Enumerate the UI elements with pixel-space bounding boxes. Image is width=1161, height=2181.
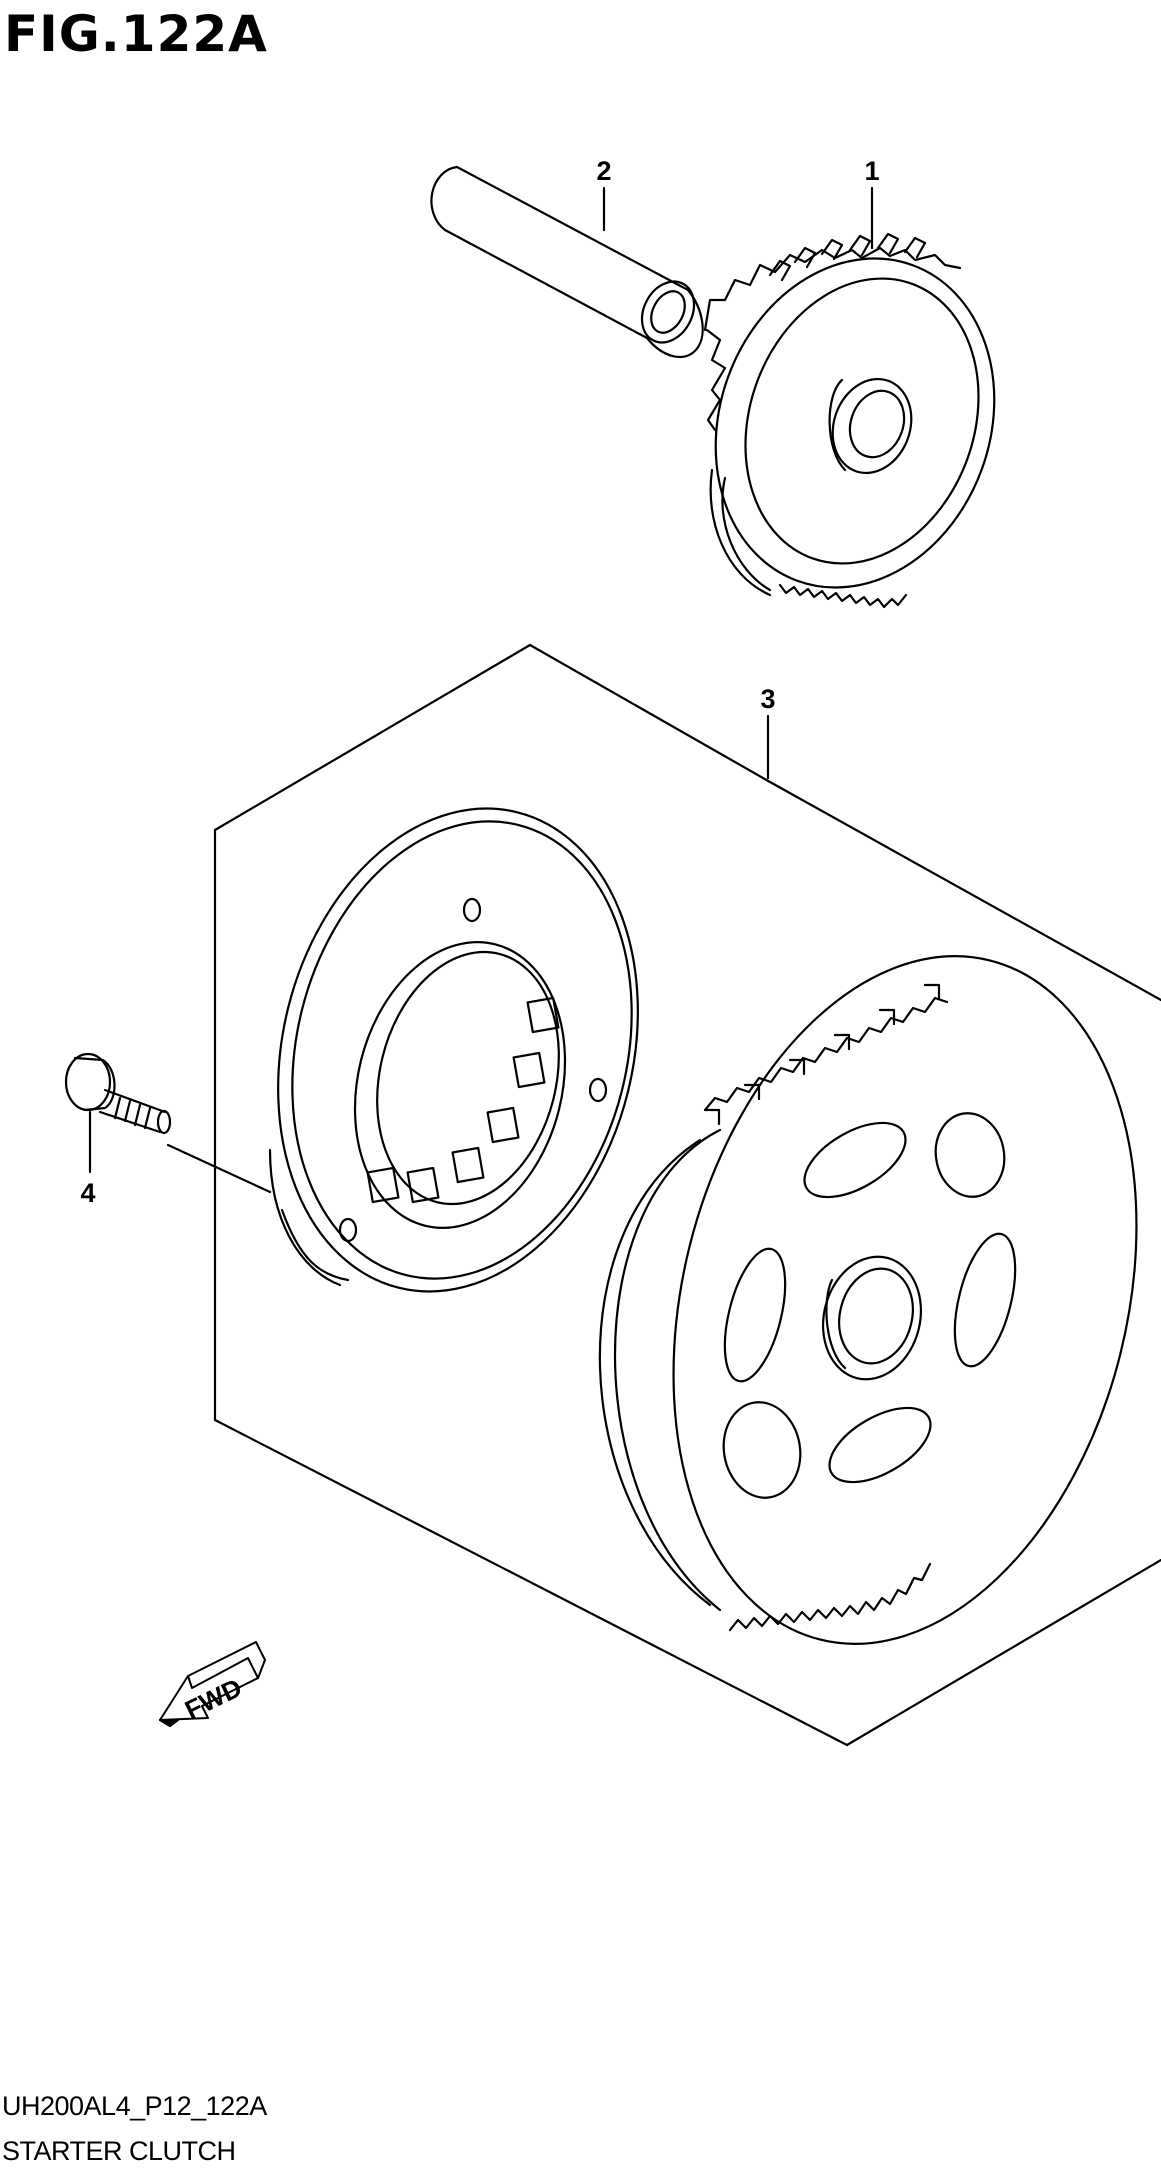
figure-title: FIG.122A bbox=[4, 5, 268, 63]
figure-caption: STARTER CLUTCH bbox=[2, 2136, 236, 2166]
callout-2: 2 bbox=[596, 156, 611, 186]
leader-lines bbox=[88, 186, 874, 1194]
assembly-outline bbox=[213, 643, 1161, 1747]
callout-4: 4 bbox=[80, 1178, 95, 1208]
one-way-clutch-part bbox=[268, 807, 639, 1293]
bolt-part bbox=[64, 1052, 172, 1135]
fwd-arrow-icon: FWD bbox=[158, 1641, 266, 1728]
callout-1: 1 bbox=[864, 156, 879, 186]
starter-driven-gear-part bbox=[598, 955, 1138, 1645]
callout-3: 3 bbox=[760, 684, 775, 714]
drawing-code: UH200AL4_P12_122A bbox=[2, 2091, 267, 2121]
gear-part bbox=[703, 232, 996, 609]
shaft-part bbox=[430, 165, 704, 359]
